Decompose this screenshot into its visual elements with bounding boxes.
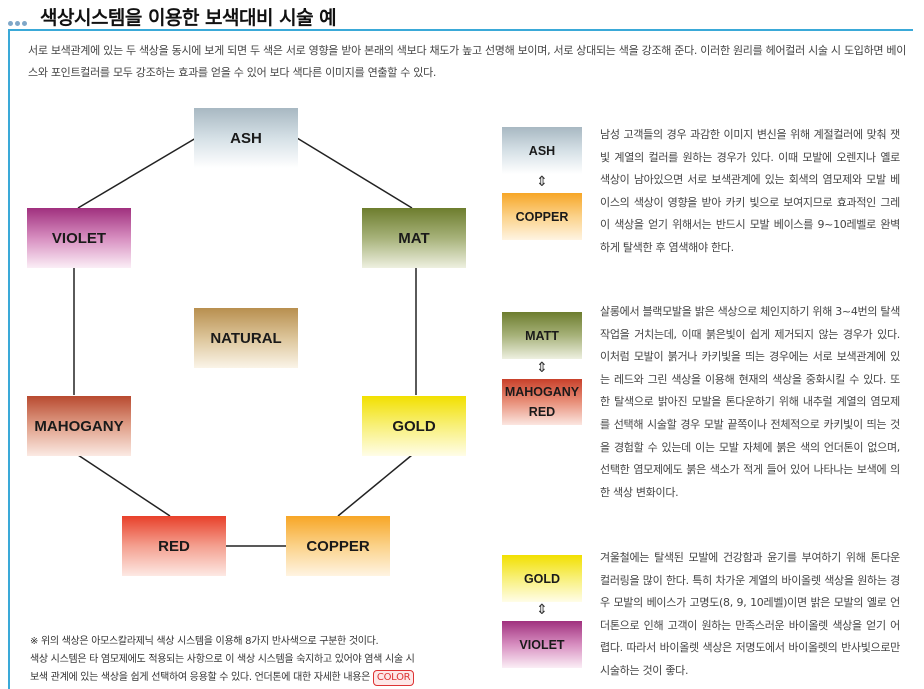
wheel-copper: COPPER [286, 516, 390, 576]
wheel-mat: MAT [362, 208, 466, 268]
wheel-red: RED [122, 516, 226, 576]
wheel-natural: NATURAL [194, 308, 298, 368]
title-dots-icon [8, 11, 29, 30]
footnote: ※ 위의 색상은 아모스칼라제닉 색상 시스템을 이용해 8가지 반사색으로 구… [30, 633, 480, 687]
title-underline [8, 29, 913, 31]
color-tag-link[interactable]: COLOR [372, 670, 415, 686]
side-border [8, 29, 10, 689]
pair-1-text: 남성 고객들의 경우 과감한 이미지 변신을 위해 계절컬러에 맞춰 잿빛 계열… [600, 128, 900, 254]
page-title: 색상시스템을 이용한 보색대비 시술 예 [40, 7, 337, 29]
wheel-violet: VIOLET [27, 208, 131, 268]
pair-1-top: ASH [502, 127, 582, 174]
intro-text: 서로 보색관계에 있는 두 색상을 동시에 보게 되면 두 색은 서로 영향을 … [28, 44, 907, 79]
pair-1-bottom: COPPER [502, 193, 582, 240]
pair-3-bottom: VIOLET [502, 621, 582, 668]
footnote-line-1: ※ 위의 색상은 아모스칼라제닉 색상 시스템을 이용해 8가지 반사색으로 구… [30, 636, 379, 647]
footnote-line-3: 보색 관계에 있는 색상을 쉽게 선택하여 응용할 수 있다. 언더톤에 대한 … [30, 669, 480, 687]
pair-3-arrow-icon: ⇕ [536, 602, 548, 618]
pair-3-top: GOLD [502, 555, 582, 602]
footnote-line-2: 색상 시스템은 타 염모제에도 적용되는 사항으로 이 색상 시스템을 숙지하고… [30, 654, 415, 665]
pair-1-arrow-icon: ⇕ [536, 174, 548, 190]
footnote-line-3-text: 보색 관계에 있는 색상을 쉽게 선택하여 응용할 수 있다. 언더톤에 대한 … [30, 672, 371, 683]
wheel-ash: ASH [194, 108, 298, 168]
pair-2-bottom: MAHOGANY RED [502, 379, 582, 425]
wheel-gold: GOLD [362, 396, 466, 456]
title-bar: 색상시스템을 이용한 보색대비 시술 예 [0, 0, 924, 30]
pair-3-text: 겨울철에는 탈색된 모발에 건강함과 윤기를 부여하기 위해 톤다운 컬러링을 … [600, 551, 900, 677]
wheel-mahogany: MAHOGANY [27, 396, 131, 456]
pair-2-arrow-icon: ⇕ [536, 360, 548, 376]
pair-2-text: 살롱에서 블랙모발을 밝은 색상으로 체인지하기 위해 3~4번의 탈색작업을 … [600, 305, 901, 499]
pair-2-top: MATT [502, 312, 582, 359]
